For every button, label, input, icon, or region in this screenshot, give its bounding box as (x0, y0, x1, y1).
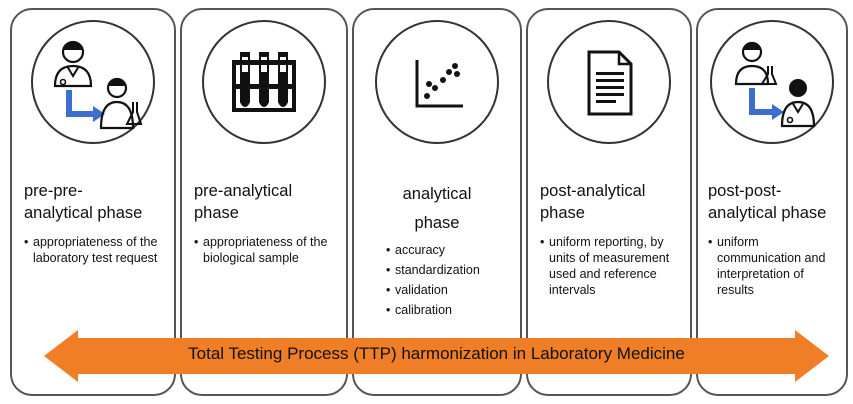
phase-title-line: phase (194, 204, 239, 222)
phase-bullet-list: uniform reporting, by units of measureme… (540, 234, 684, 302)
phase-panel-pre-pre-analytical: pre-pre- analytical phase appropriatenes… (10, 8, 176, 396)
phase-panel-post-analytical: post-analytical phase uniform reporting,… (526, 8, 692, 396)
phase-icon-circle (31, 20, 155, 144)
phase-title-line: phase (540, 204, 585, 222)
phase-title: analytical phase (354, 180, 520, 238)
phase-title-line: analytical phase (708, 204, 827, 222)
banner-label: Total Testing Process (TTP) harmonizatio… (188, 344, 685, 363)
doctor-to-lab-icon (53, 40, 143, 130)
bullet-item: uniform reporting, by units of measureme… (540, 234, 684, 298)
phase-title-line: post-analytical (540, 182, 646, 200)
phase-title: pre-pre- analytical phase (24, 180, 170, 224)
test-tubes-icon (232, 52, 296, 112)
phase-icon-circle (375, 20, 499, 144)
phase-icon-circle (710, 20, 834, 144)
phase-panel-post-post-analytical: post-post- analytical phase uniform comm… (696, 8, 848, 396)
phase-title: post-analytical phase (540, 180, 686, 224)
phase-title: post-post- analytical phase (708, 180, 842, 224)
document-icon (587, 50, 633, 116)
phase-bullet-list: appropriateness of the laboratory test r… (24, 234, 168, 270)
phase-panel-analytical: analytical phase accuracy standardizatio… (352, 8, 522, 396)
phase-title-line: pre-analytical (194, 182, 293, 200)
scatter-plot-icon (415, 60, 463, 108)
phase-title-line: post-post- (708, 182, 782, 200)
bullet-item: calibration (386, 302, 514, 318)
bullet-item: standardization (386, 262, 514, 278)
bullet-item: accuracy (386, 242, 514, 258)
double-arrow-icon (44, 330, 829, 382)
lab-to-doctor-icon (734, 41, 816, 128)
bullet-item: appropriateness of the laboratory test r… (24, 234, 168, 266)
phase-bullet-list: appropriateness of the biological sample (194, 234, 340, 270)
phase-title-line: pre-pre- (24, 182, 83, 200)
phase-title: pre-analytical phase (194, 180, 342, 224)
phase-title-line: phase (414, 214, 460, 232)
phase-title-line: analytical (402, 185, 472, 203)
bullet-item: uniform communication and interpretation… (708, 234, 840, 298)
phase-title-line: analytical phase (24, 204, 143, 222)
phase-panel-pre-analytical: pre-analytical phase appropriateness of … (180, 8, 348, 396)
bullet-item: appropriateness of the biological sample (194, 234, 340, 266)
ttp-harmonization-banner: Total Testing Process (TTP) harmonizatio… (44, 330, 829, 382)
bullet-item: validation (386, 282, 514, 298)
phase-icon-circle (547, 20, 671, 144)
phase-bullet-list: accuracy standardization validation cali… (386, 242, 514, 322)
phase-icon-circle (202, 20, 326, 144)
phase-bullet-list: uniform communication and interpretation… (708, 234, 840, 302)
